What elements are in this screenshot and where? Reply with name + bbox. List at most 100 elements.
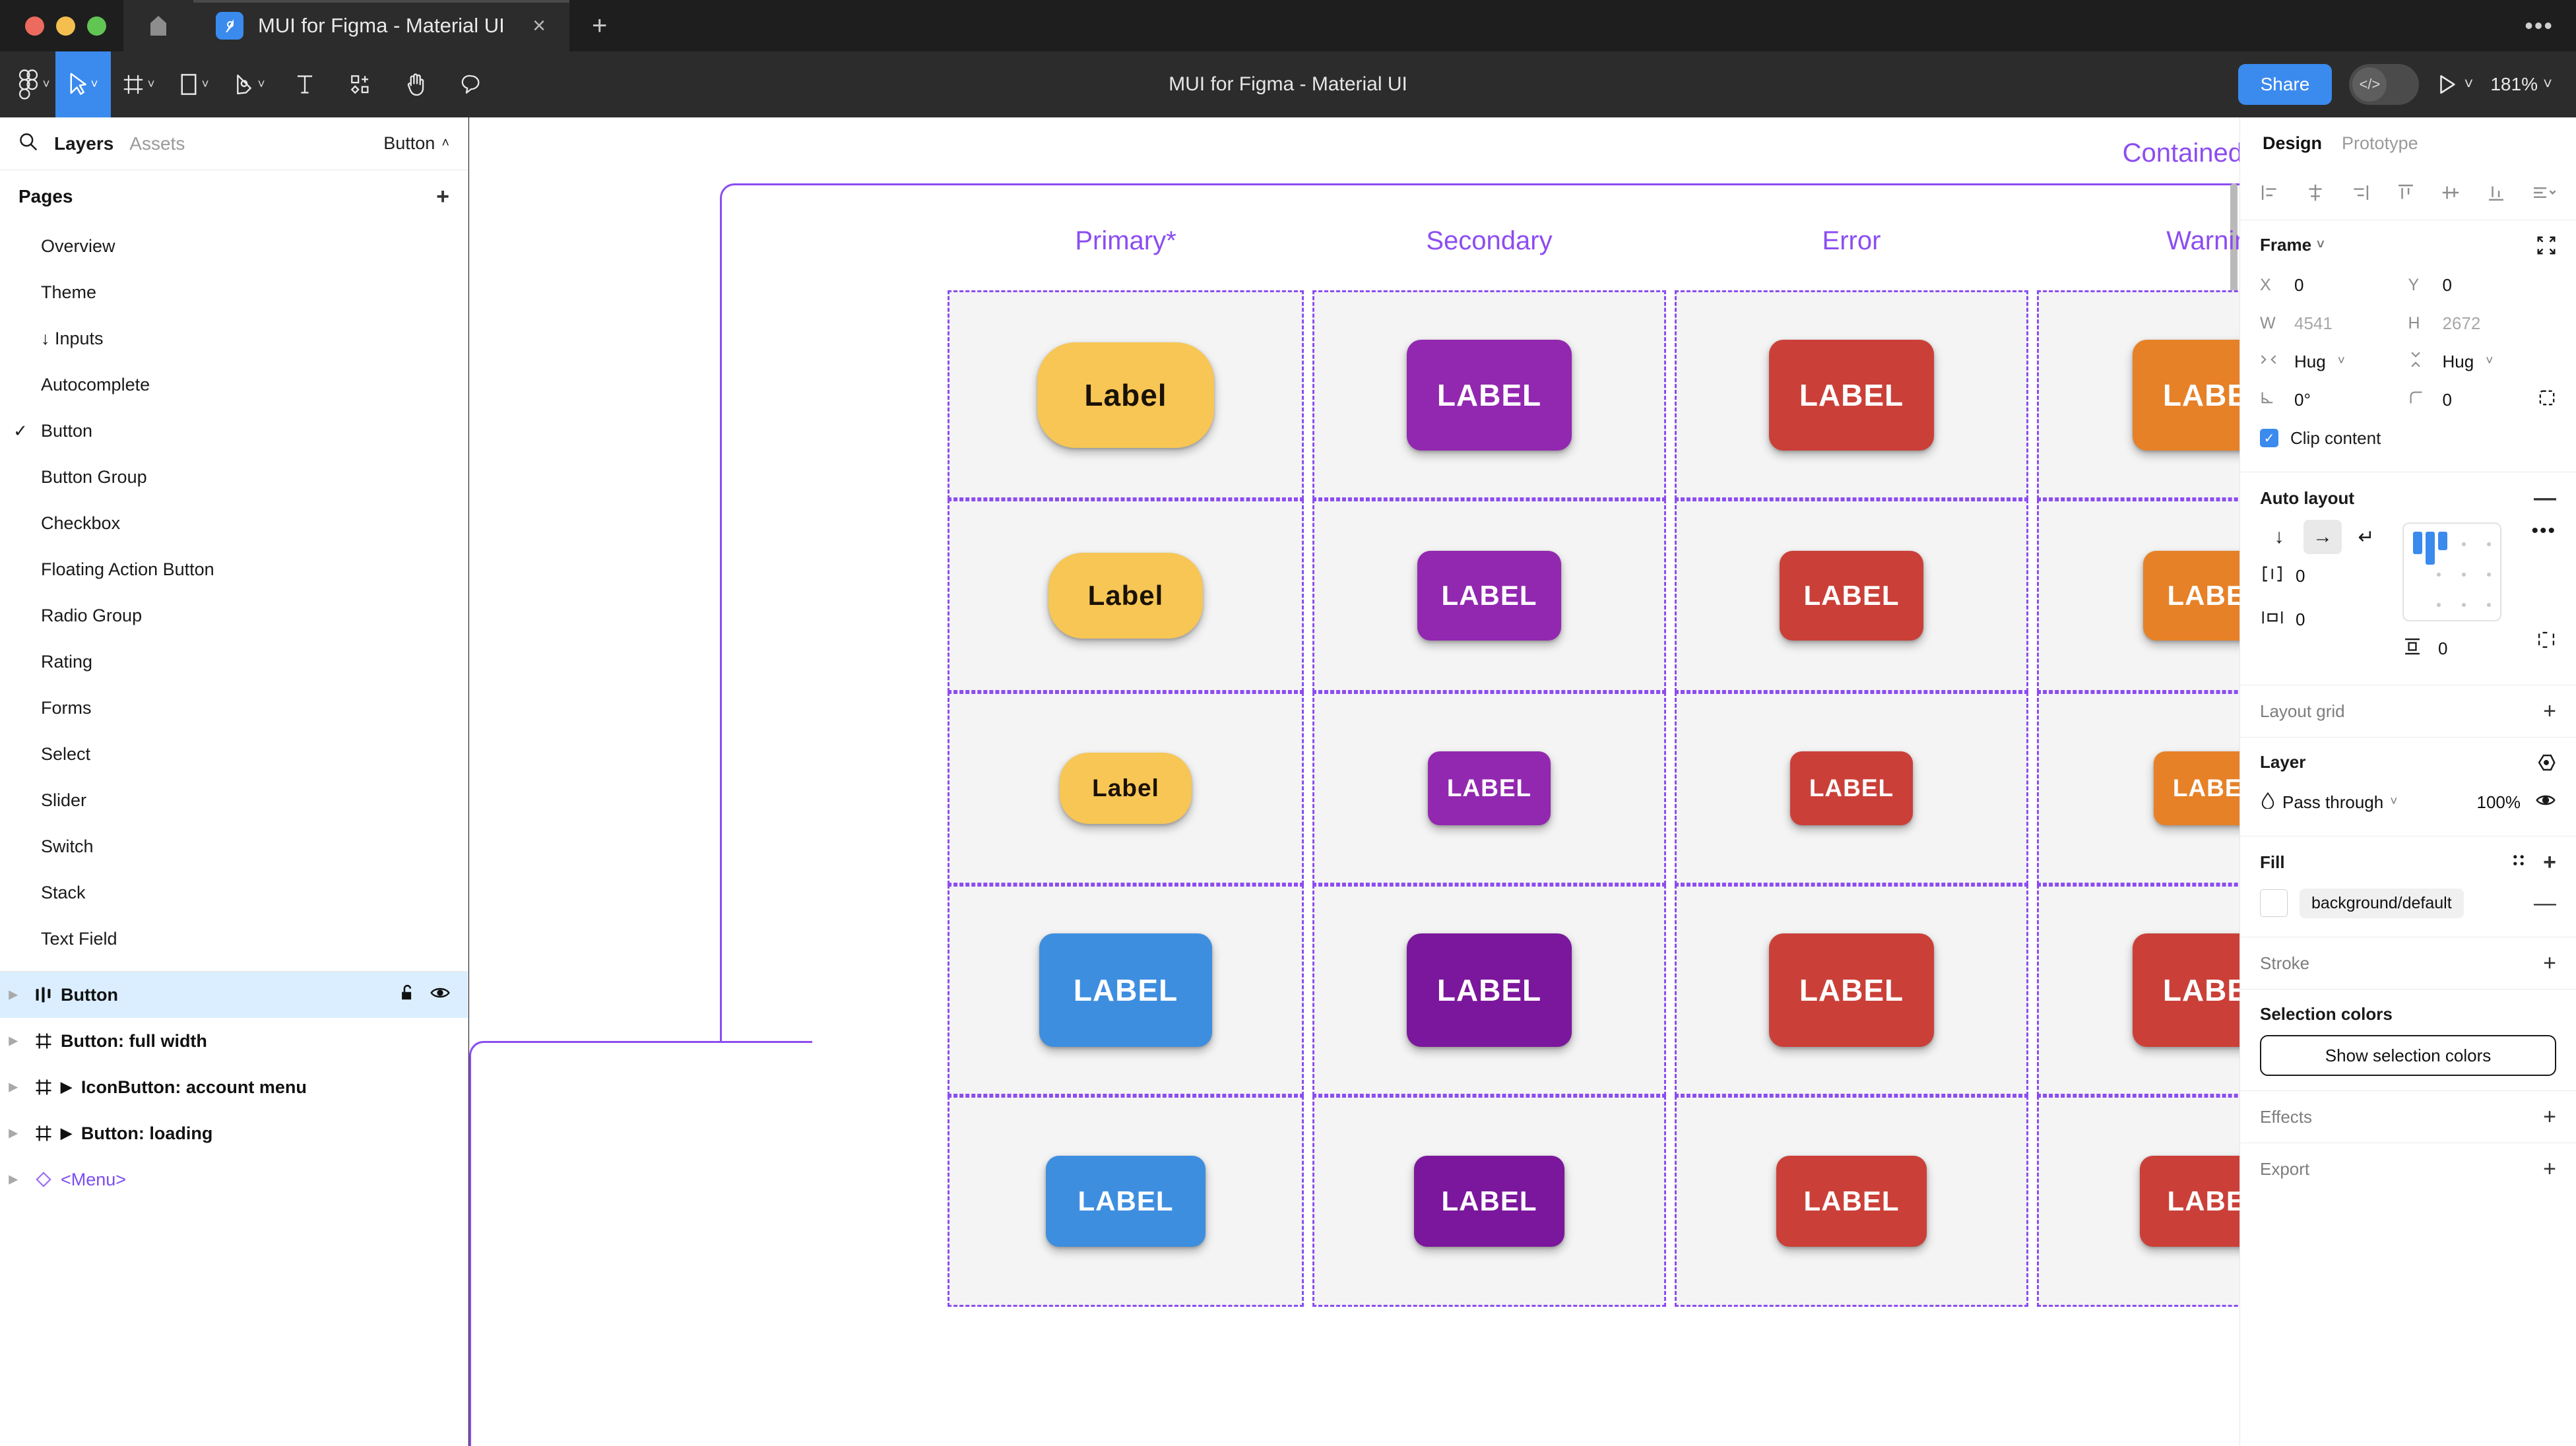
page-item-rating[interactable]: Rating	[0, 639, 468, 685]
chevron-down-icon[interactable]: ˅	[2486, 354, 2494, 368]
horizontal-padding-field[interactable]: 0	[2260, 598, 2385, 641]
layer-row[interactable]: ▶▶Button: loading	[0, 1110, 468, 1156]
resize-to-fit-icon[interactable]	[2536, 236, 2556, 255]
page-item-button[interactable]: ✓Button	[0, 408, 468, 454]
minimize-window-button[interactable]	[56, 16, 75, 36]
button-warning-medium[interactable]: LABEL	[2143, 551, 2239, 641]
button-primary-large[interactable]: Label	[1037, 342, 1214, 448]
move-tool-icon[interactable]: ˅	[55, 51, 111, 117]
page-item-overview[interactable]: Overview	[0, 223, 468, 269]
share-button[interactable]: Share	[2238, 64, 2333, 105]
button-secondary-medium[interactable]: LABEL	[1414, 1156, 1564, 1247]
fill-style-name[interactable]: background/default	[2300, 888, 2464, 918]
vertical-padding-field[interactable]: 0	[2402, 627, 2501, 670]
page-item-theme[interactable]: Theme	[0, 269, 468, 315]
page-item-inputs[interactable]: ↓ Inputs	[0, 315, 468, 362]
hand-tool-icon[interactable]	[388, 51, 443, 117]
align-top-icon[interactable]	[2396, 183, 2416, 206]
expand-caret-icon[interactable]: ▶	[9, 1034, 18, 1047]
add-page-button[interactable]: +	[436, 184, 449, 209]
page-selector[interactable]: Button ˄	[383, 133, 449, 153]
design-canvas[interactable]: Contained Primary*SecondaryErrorWarningL…	[469, 117, 2239, 1446]
new-tab-button[interactable]: +	[592, 11, 608, 40]
clip-content-checkbox[interactable]: ✓	[2260, 429, 2278, 447]
browser-overflow-menu-icon[interactable]: •••	[2525, 12, 2554, 39]
tab-prototype[interactable]: Prototype	[2342, 133, 2418, 153]
remove-auto-layout-button[interactable]: —	[2534, 486, 2556, 511]
button-warning-small[interactable]: LABEL	[2154, 751, 2239, 825]
button-secondary-large[interactable]: LABEL	[1407, 933, 1572, 1047]
present-group[interactable]: ˅	[2436, 73, 2473, 96]
add-stroke-button[interactable]: +	[2543, 951, 2556, 976]
rotation-field[interactable]: 0°	[2260, 390, 2408, 410]
gap-field[interactable]: 0	[2260, 554, 2385, 598]
remove-fill-button[interactable]: —	[2534, 891, 2556, 916]
frame-h-field[interactable]: H 2672	[2408, 313, 2557, 334]
auto-layout-alignment-pad[interactable]	[2402, 522, 2501, 621]
page-item-floating-action-button[interactable]: Floating Action Button	[0, 546, 468, 592]
close-window-button[interactable]	[25, 16, 44, 36]
direction-wrap-icon[interactable]: ↵	[2358, 526, 2375, 548]
corner-radius-field[interactable]: 0	[2408, 389, 2557, 412]
direction-horizontal-icon[interactable]: →	[2303, 520, 2342, 554]
button-warning-large[interactable]: LABEL	[2133, 339, 2239, 451]
page-item-radio-group[interactable]: Radio Group	[0, 592, 468, 639]
expand-caret-icon[interactable]: ▶	[9, 988, 18, 1001]
button-primary-small[interactable]: Label	[1060, 753, 1192, 824]
layer-style-icon[interactable]	[2536, 753, 2556, 772]
lock-icon[interactable]	[399, 984, 416, 1007]
vertical-resizing-select[interactable]: Hug ˅	[2408, 351, 2557, 373]
add-layout-grid-button[interactable]: +	[2543, 699, 2556, 724]
layer-row[interactable]: ▶Button	[0, 972, 468, 1018]
frame-x-field[interactable]: X 0	[2260, 275, 2408, 296]
chevron-down-icon[interactable]: ˅	[2542, 75, 2552, 93]
page-item-checkbox[interactable]: Checkbox	[0, 500, 468, 546]
chevron-down-icon[interactable]: ˅	[2337, 354, 2345, 368]
button-secondary-medium[interactable]: LABEL	[1417, 551, 1561, 641]
search-icon[interactable]	[18, 132, 38, 155]
button-secondary-small[interactable]: LABEL	[1428, 751, 1551, 825]
visibility-eye-icon[interactable]	[430, 985, 451, 1005]
button-error-medium[interactable]: LABEL	[1776, 1156, 1927, 1247]
align-left-icon[interactable]	[2260, 183, 2280, 206]
show-selection-colors-button[interactable]: Show selection colors	[2260, 1035, 2556, 1076]
distribute-menu-icon[interactable]	[2531, 183, 2556, 206]
components-tool-icon[interactable]	[333, 51, 388, 117]
page-item-select[interactable]: Select	[0, 731, 468, 777]
horizontal-resizing-select[interactable]: Hug ˅	[2260, 352, 2408, 372]
zoom-control[interactable]: 181% ˅	[2490, 74, 2552, 95]
fill-styles-icon[interactable]	[2510, 852, 2527, 873]
visibility-eye-icon[interactable]	[2535, 792, 2556, 813]
auto-layout-more-icon[interactable]: •••	[2531, 520, 2556, 542]
chevron-down-icon[interactable]: ˅	[2464, 75, 2474, 93]
frame-y-field[interactable]: Y 0	[2408, 275, 2557, 296]
shape-tool-icon[interactable]: ˅	[166, 51, 222, 117]
add-export-button[interactable]: +	[2543, 1156, 2556, 1181]
button-error-large[interactable]: LABEL	[1769, 933, 1934, 1047]
page-item-autocomplete[interactable]: Autocomplete	[0, 362, 468, 408]
align-right-icon[interactable]	[2350, 183, 2370, 206]
browser-tab[interactable]: MUI for Figma - Material UI ×	[193, 0, 569, 51]
clip-content-row[interactable]: ✓ Clip content	[2260, 419, 2556, 457]
frame-tool-icon[interactable]: ˅	[111, 51, 166, 117]
dev-mode-toggle[interactable]: </>	[2349, 64, 2420, 105]
tab-assets[interactable]: Assets	[129, 133, 185, 154]
button-error-large[interactable]: LABEL	[1769, 339, 1934, 451]
layer-row[interactable]: ▶Button: full width	[0, 1018, 468, 1064]
page-item-stack[interactable]: Stack	[0, 869, 468, 916]
page-item-text-field[interactable]: Text Field	[0, 916, 468, 962]
chevron-down-icon[interactable]: ˅	[2390, 795, 2398, 809]
button-error-medium[interactable]: LABEL	[1780, 551, 1923, 641]
tab-layers[interactable]: Layers	[54, 133, 114, 154]
chevron-down-icon[interactable]: ˅	[2317, 237, 2325, 252]
align-horizontal-center-icon[interactable]	[2305, 183, 2325, 206]
button-primary-medium[interactable]: LABEL	[1046, 1156, 1206, 1247]
individual-padding-icon[interactable]	[2536, 630, 2556, 665]
add-effect-button[interactable]: +	[2543, 1104, 2556, 1129]
comment-tool-icon[interactable]	[443, 51, 499, 117]
frame-w-field[interactable]: W 4541	[2260, 313, 2408, 334]
maximize-window-button[interactable]	[87, 16, 106, 36]
align-vertical-center-icon[interactable]	[2441, 183, 2461, 206]
text-tool-icon[interactable]	[277, 51, 333, 117]
expand-caret-icon[interactable]: ▶	[9, 1173, 18, 1185]
